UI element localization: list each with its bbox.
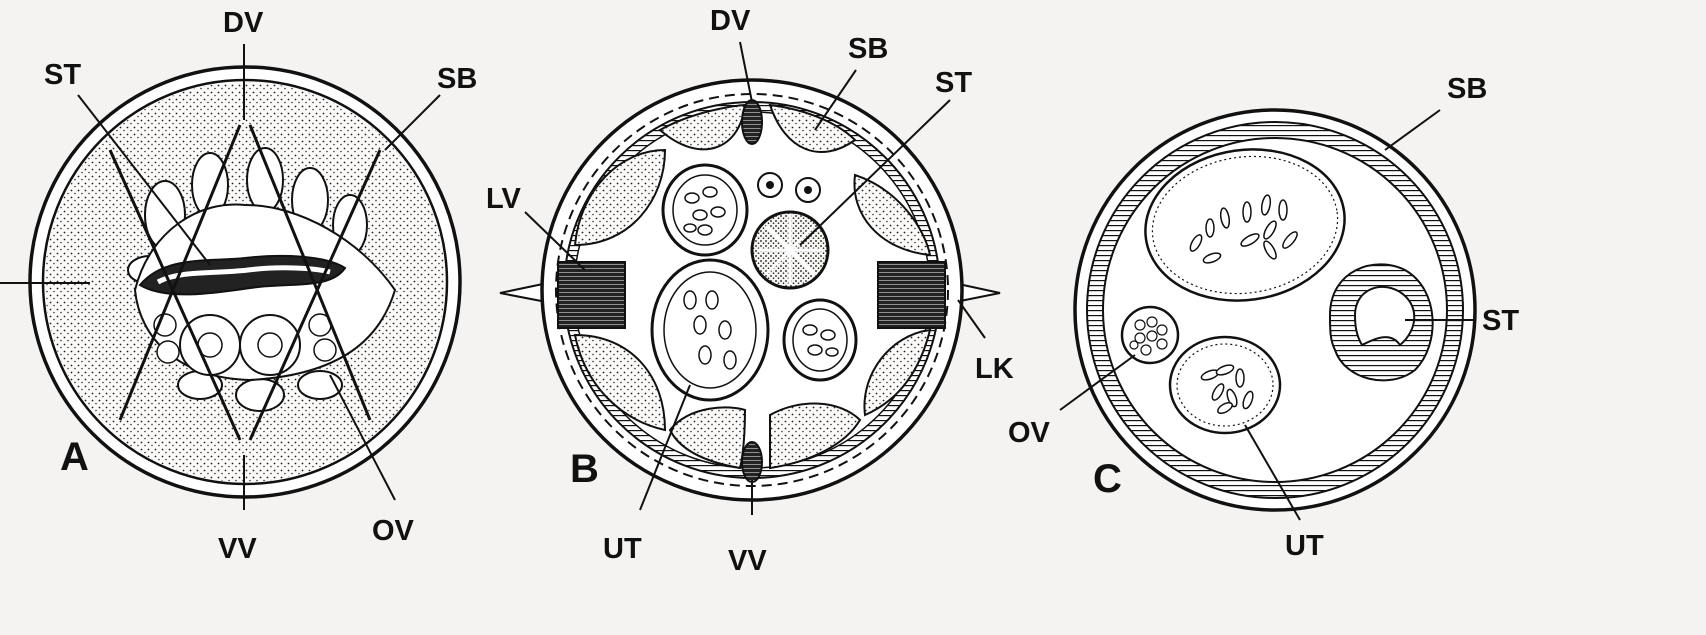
panel-label-c: C xyxy=(1093,457,1122,501)
dorsal-cord-b xyxy=(742,100,762,144)
lateral-cord-right xyxy=(878,262,945,328)
lateral-cord-left xyxy=(558,262,625,328)
label-st-b: ST xyxy=(935,67,972,99)
label-dv-a: DV xyxy=(223,7,264,39)
label-st-a: ST xyxy=(44,59,81,91)
ventral-cord-b xyxy=(742,442,762,482)
panel-c: SB ST OV UT C xyxy=(1008,73,1519,562)
intestine-b xyxy=(752,212,828,288)
label-lv-b: LV xyxy=(486,183,522,215)
label-vv-a: VV xyxy=(218,533,257,565)
intestine-c xyxy=(1330,264,1433,380)
label-ov-c: OV xyxy=(1008,417,1051,449)
panel-label-b: B xyxy=(570,447,599,491)
panel-label-a: A xyxy=(60,435,89,479)
panel-a: DV ST SB VV OV A xyxy=(0,7,477,565)
label-ov-a: OV xyxy=(372,515,415,547)
ovary-c xyxy=(1122,307,1178,363)
uterus-lower-c xyxy=(1170,337,1280,433)
label-dv-b: DV xyxy=(710,5,751,37)
label-lk-b: LK xyxy=(975,353,1014,385)
label-ut-b: UT xyxy=(603,533,642,565)
label-vv-b: VV xyxy=(728,545,767,577)
label-sb-c: SB xyxy=(1447,73,1487,105)
label-st-c: ST xyxy=(1482,305,1519,337)
label-ut-c: UT xyxy=(1285,530,1324,562)
panel-b: DV SB ST LV LK UT VV B xyxy=(486,5,1014,577)
label-sb-a: SB xyxy=(437,63,477,95)
label-sb-b: SB xyxy=(848,33,888,65)
